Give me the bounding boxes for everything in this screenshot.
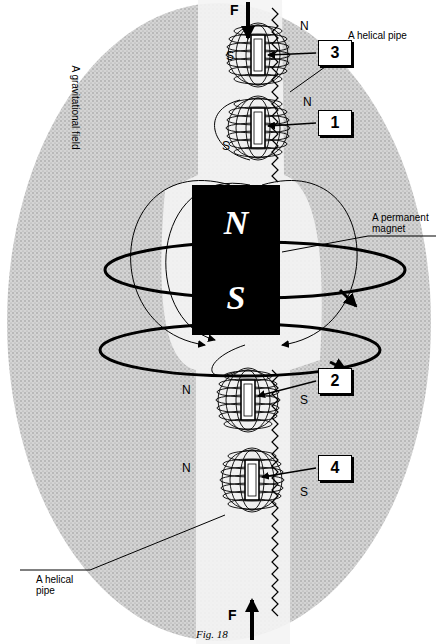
pole-label: N xyxy=(182,462,191,475)
pole-letter: S xyxy=(227,281,246,315)
pole-label: N xyxy=(182,384,191,397)
pole-label: S xyxy=(300,394,308,407)
light-column xyxy=(161,0,321,644)
coil xyxy=(220,448,284,512)
leader-line xyxy=(268,123,316,126)
pole-label: S xyxy=(300,486,308,499)
callout-number: 3 xyxy=(331,44,340,62)
leader-line xyxy=(262,468,316,477)
coil xyxy=(226,96,290,160)
pole-label: N xyxy=(303,96,312,109)
figure-caption: Fig. 18 xyxy=(196,628,228,640)
permanent-magnet: NS xyxy=(192,185,280,335)
pole-label: S xyxy=(222,140,230,153)
callout-number: 2 xyxy=(331,372,340,390)
force-label: F xyxy=(228,608,237,623)
region-label: A gravitational field xyxy=(70,43,81,173)
force-arrow xyxy=(250,600,254,640)
leader-line xyxy=(282,236,436,252)
callout-box: 3 xyxy=(318,40,352,66)
pole-label: S xyxy=(226,50,234,63)
coil xyxy=(216,368,280,432)
part-label: A helical pipe xyxy=(348,30,410,41)
callout-number: 4 xyxy=(331,459,340,477)
field-line xyxy=(215,100,250,160)
leader-line xyxy=(268,53,316,55)
callout-box: 2 xyxy=(318,368,352,394)
force-arrow xyxy=(246,2,250,38)
field-ring-arrow xyxy=(340,290,356,306)
part-label: A permanent magnet xyxy=(372,212,436,234)
pole-label: N xyxy=(300,20,309,33)
force-label: F xyxy=(230,3,239,18)
pole-letter: N xyxy=(224,206,249,240)
leader-line xyxy=(20,515,225,570)
callout-number: 1 xyxy=(331,114,340,132)
callout-box: 1 xyxy=(318,110,352,136)
callout-box: 4 xyxy=(318,455,352,481)
part-label: A helical pipe xyxy=(36,574,92,596)
